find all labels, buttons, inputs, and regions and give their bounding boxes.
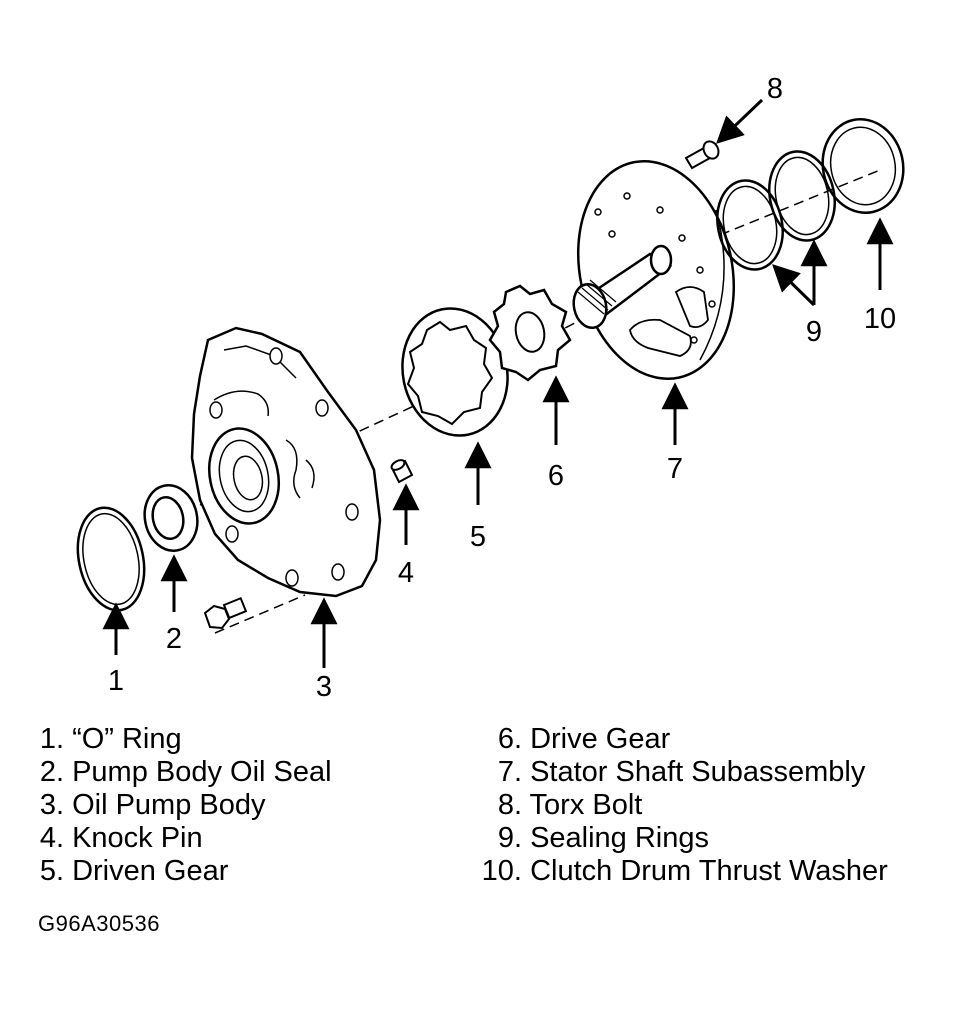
legend-item: 3. Oil Pump Body <box>34 789 332 822</box>
o-ring-part <box>76 506 146 612</box>
callout-8: 8 <box>767 73 783 105</box>
callout-2: 2 <box>166 623 182 655</box>
legend-label: Oil Pump Body <box>72 789 266 821</box>
legend-label: Torx Bolt <box>529 789 643 821</box>
thrust-washer-part <box>821 118 905 214</box>
oil-seal-part <box>143 484 199 552</box>
legend-item: 2. Pump Body Oil Seal <box>34 756 332 789</box>
callout-5: 5 <box>470 521 486 553</box>
legend-item: 6. Drive Gear <box>478 723 888 756</box>
callout-6: 6 <box>548 460 564 492</box>
torx-bolt-part <box>684 140 720 170</box>
legend-number: 3. <box>39 789 64 821</box>
leader-arrows <box>102 98 894 668</box>
legend-number: 9. <box>497 822 522 854</box>
callout-7: 7 <box>667 453 683 485</box>
legend-label: Knock Pin <box>72 822 203 854</box>
legend-right-column: 6. Drive Gear 7. Stator Shaft Subassembl… <box>478 723 888 888</box>
callout-10: 10 <box>864 303 896 335</box>
legend-label: Pump Body Oil Seal <box>72 756 332 788</box>
legend-label: “O” Ring <box>72 723 182 755</box>
callout-4: 4 <box>398 557 414 589</box>
legend-label: Sealing Rings <box>530 822 710 854</box>
legend-number: 2. <box>39 756 64 788</box>
legend-label: Driven Gear <box>72 855 229 887</box>
legend-label: Stator Shaft Subassembly <box>530 756 866 788</box>
knock-pin-part <box>390 459 414 484</box>
legend-item: 7. Stator Shaft Subassembly <box>478 756 888 789</box>
legend-number: 6. <box>497 723 522 755</box>
callout-numbers: 1 2 3 4 5 6 7 8 9 10 <box>108 73 896 703</box>
legend-item: 1. “O” Ring <box>34 723 332 756</box>
legend-label: Drive Gear <box>530 723 671 755</box>
legend-number: 7. <box>497 756 522 788</box>
callout-1: 1 <box>108 665 124 697</box>
legend-number: 4. <box>39 822 64 854</box>
legend-number: 8. <box>497 789 522 821</box>
legend-item: 4. Knock Pin <box>34 822 332 855</box>
stator-shaft-part <box>572 159 736 381</box>
legend-number: 1. <box>39 723 64 755</box>
oil-pump-body-part <box>190 326 382 598</box>
callout-3: 3 <box>316 671 332 703</box>
legend-item: 8. Torx Bolt <box>478 789 888 822</box>
pump-body-bolt-part <box>203 596 248 630</box>
legend-number: 5. <box>39 855 64 887</box>
legend-number: 10. <box>481 855 522 887</box>
legend-item: 5. Driven Gear <box>34 855 332 888</box>
legend-left-column: 1. “O” Ring 2. Pump Body Oil Seal 3. Oil… <box>34 723 332 888</box>
figure-id: G96A30536 <box>38 911 160 936</box>
callout-9: 9 <box>806 316 822 348</box>
legend-item: 9. Sealing Rings <box>478 822 888 855</box>
drive-gear-part <box>488 284 572 382</box>
legend-item: 10. Clutch Drum Thrust Washer <box>478 855 888 888</box>
legend-label: Clutch Drum Thrust Washer <box>530 855 888 887</box>
